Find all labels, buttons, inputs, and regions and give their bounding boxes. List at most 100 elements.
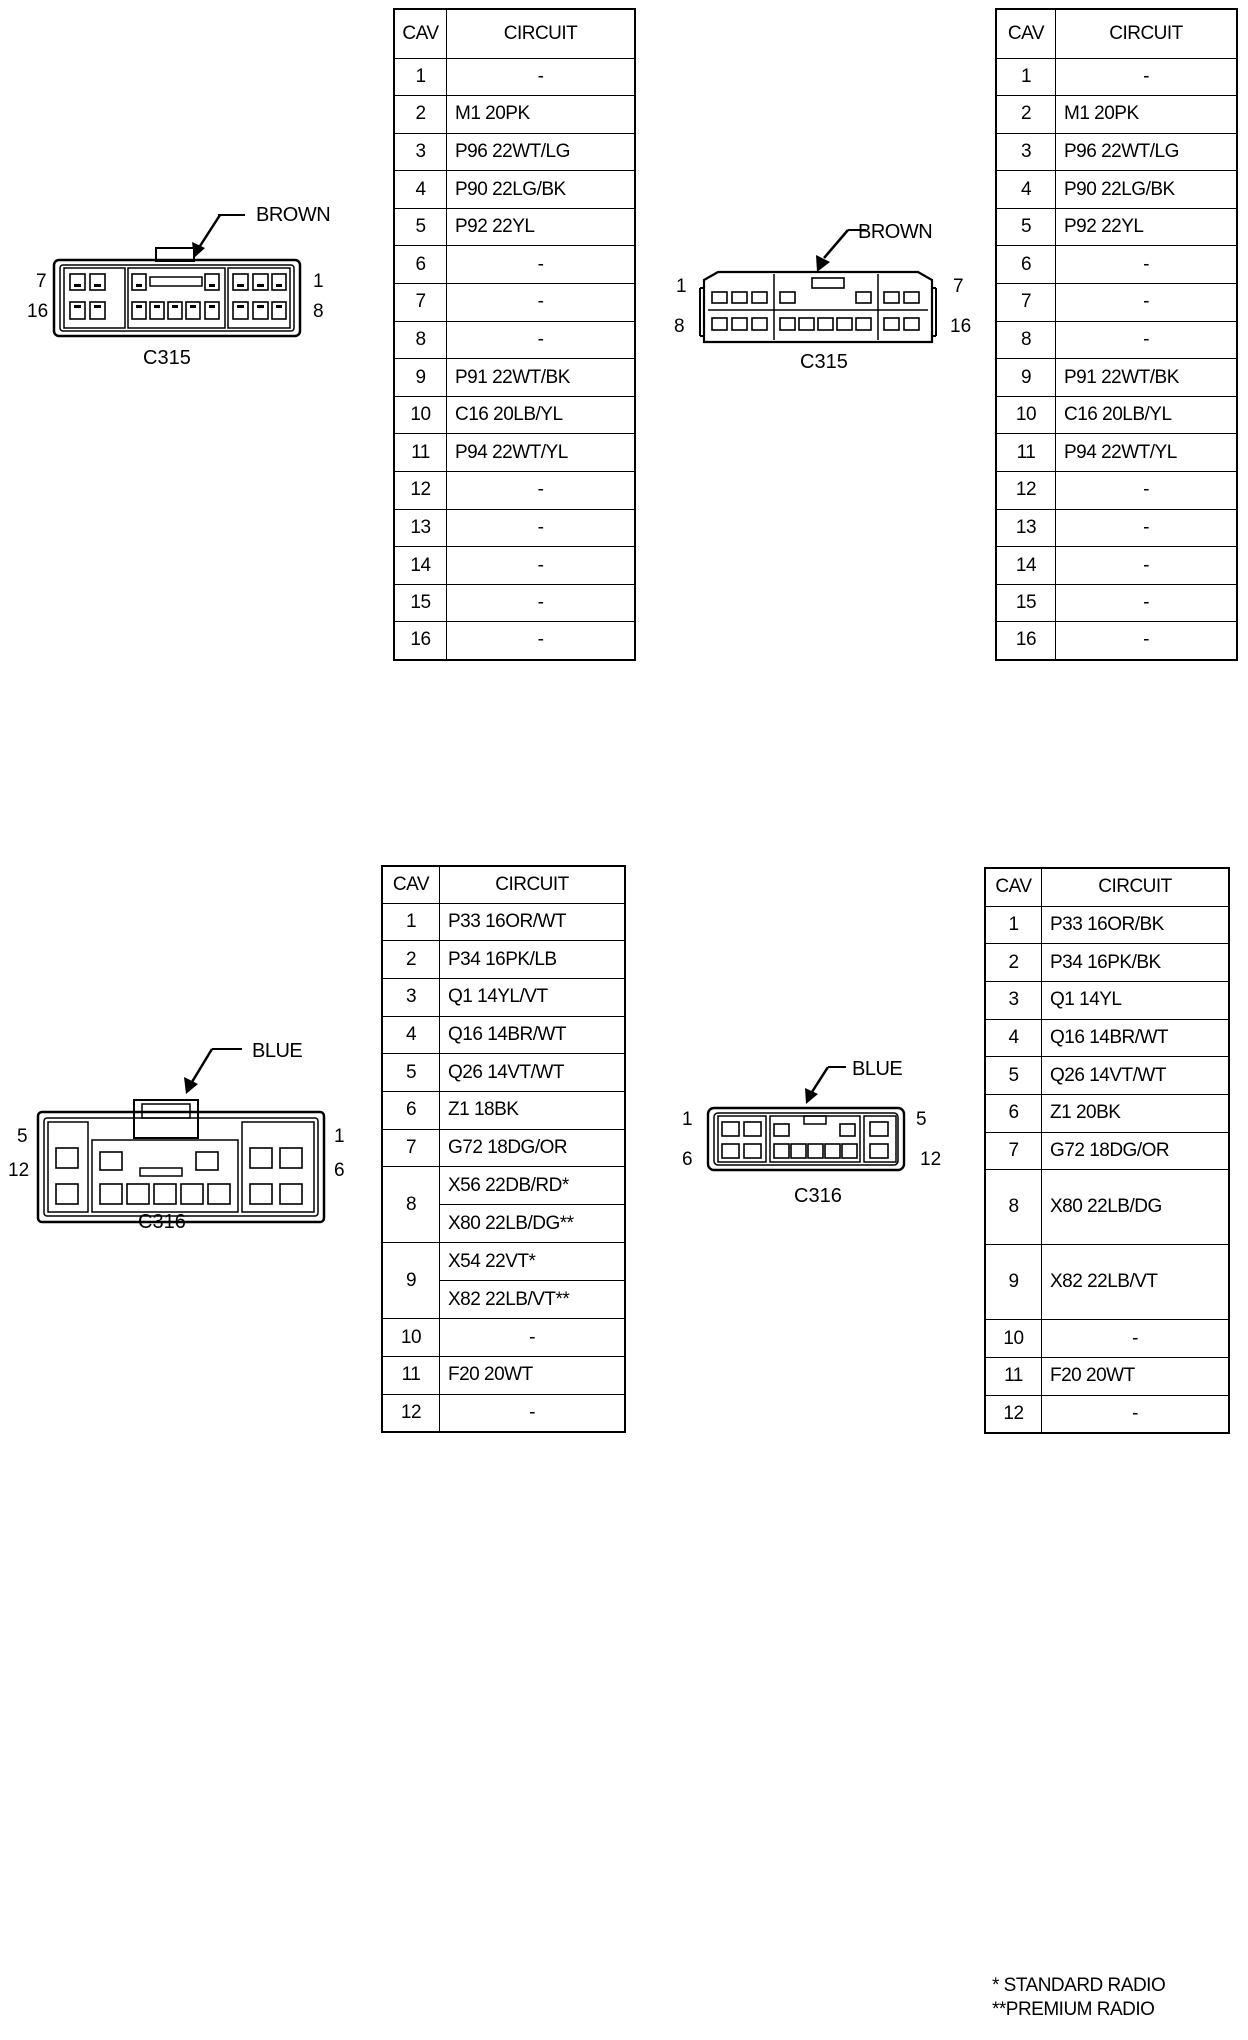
- cav-cell: 13: [995, 508, 1056, 548]
- cav-cell: 5: [393, 207, 447, 247]
- table-row: 6-: [995, 245, 1238, 285]
- circuit-cell: X82 22LB/VT: [1041, 1244, 1230, 1321]
- circuit-cell: -: [446, 621, 636, 660]
- header-cav: CAV: [381, 865, 440, 904]
- cav-cell: 9: [381, 1242, 440, 1320]
- cav-cell: 11: [381, 1356, 440, 1395]
- circuit-cell: P91 22WT/BK: [1055, 358, 1238, 397]
- cav-cell: 15: [995, 583, 1056, 623]
- table-row: 10-: [984, 1319, 1230, 1358]
- cav-cell: 12: [984, 1394, 1042, 1434]
- circuit-cell: F20 20WT: [1041, 1357, 1230, 1396]
- connector-c316-left-drawing: BLUE 5 12 1 6 C316: [8, 1040, 345, 1233]
- cav-cell: 4: [995, 170, 1056, 209]
- pin-label: 1: [313, 271, 324, 292]
- table-row: 14-: [995, 546, 1238, 585]
- table-row: 10-: [381, 1318, 626, 1357]
- cav-cell: 15: [393, 583, 447, 623]
- cav-cell: 5: [381, 1053, 440, 1092]
- circuit-cell: -: [446, 546, 636, 585]
- circuit-cell: Q1 14YL/VT: [439, 977, 626, 1017]
- circuit-cell: P96 22WT/LG: [1055, 132, 1238, 172]
- pin-label: 7: [36, 271, 47, 292]
- cav-cell: 10: [393, 395, 447, 435]
- cav-cell: 4: [381, 1015, 440, 1055]
- cav-cell: 9: [393, 358, 447, 397]
- pin-label: 1: [682, 1109, 693, 1130]
- header-cav: CAV: [393, 8, 447, 59]
- circuit-variant: X54 22VT*: [448, 1251, 536, 1273]
- color-label: BROWN: [256, 204, 330, 226]
- cav-cell: 6: [995, 245, 1056, 285]
- circuit-cell: -: [1055, 283, 1238, 322]
- table-row: 14-: [393, 546, 636, 585]
- header-circuit: CIRCUIT: [1041, 867, 1230, 907]
- circuit-cell: P91 22WT/BK: [446, 358, 636, 397]
- table-row: 15-: [393, 583, 636, 623]
- connector-c315-left: BROWN 7 16 1 8 C315: [0, 0, 390, 400]
- connector-name: C316: [138, 1211, 186, 1233]
- cav-cell: 1: [984, 905, 1042, 945]
- circuit-cell: P92 22YL: [446, 207, 636, 247]
- cav-cell: 9: [995, 358, 1056, 397]
- circuit-cell: C16 20LB/YL: [1055, 395, 1238, 435]
- pin-label: 16: [27, 301, 48, 322]
- circuit-cell: X54 22VT*X82 22LB/VT**: [439, 1242, 626, 1320]
- cav-cell: 6: [984, 1093, 1042, 1133]
- circuit-cell: G72 18DG/OR: [439, 1128, 626, 1168]
- circuit-cell: -: [446, 320, 636, 360]
- pointer-arrow-icon: [805, 1088, 818, 1104]
- header-cav: CAV: [995, 8, 1056, 59]
- cav-cell: 5: [995, 207, 1056, 247]
- table-row: 6-: [393, 245, 636, 285]
- cav-cell: 10: [984, 1319, 1042, 1358]
- cav-cell: 13: [393, 508, 447, 548]
- circuit-cell: -: [1055, 583, 1238, 623]
- circuit-variant: X80 22LB/DG**: [440, 1204, 624, 1242]
- circuit-cell: Q16 14BR/WT: [1041, 1018, 1230, 1058]
- circuit-cell: -: [1055, 546, 1238, 585]
- circuit-cell: Q26 14VT/WT: [1041, 1056, 1230, 1095]
- cav-cell: 14: [995, 546, 1056, 585]
- cav-cell: 4: [393, 170, 447, 209]
- cav-cell: 7: [381, 1128, 440, 1168]
- circuit-cell: -: [1055, 57, 1238, 97]
- cav-cell: 11: [984, 1357, 1042, 1396]
- connector-name: C316: [794, 1185, 842, 1207]
- pin-label: 12: [920, 1149, 941, 1170]
- circuit-cell: Z1 18BK: [439, 1090, 626, 1130]
- pointer-arrow-icon: [816, 255, 830, 272]
- cav-cell: 7: [995, 283, 1056, 322]
- circuit-variant: X56 22DB/RD*: [448, 1175, 569, 1197]
- circuit-cell: -: [446, 57, 636, 97]
- circuit-cell: Q26 14VT/WT: [439, 1053, 626, 1092]
- cav-cell: 3: [984, 980, 1042, 1020]
- circuit-cell: P94 22WT/YL: [1055, 433, 1238, 473]
- cav-cell: 3: [381, 977, 440, 1017]
- pin-label: 1: [676, 276, 687, 297]
- circuit-cell: -: [1041, 1319, 1230, 1358]
- circuit-cell: P33 16OR/WT: [439, 902, 626, 942]
- pin-label: 7: [953, 276, 964, 297]
- color-label: BLUE: [852, 1058, 902, 1080]
- circuit-cell: X56 22DB/RD* X80 22LB/DG**: [439, 1166, 626, 1244]
- cav-cell: 2: [381, 940, 440, 979]
- table-row: 16-: [393, 621, 636, 660]
